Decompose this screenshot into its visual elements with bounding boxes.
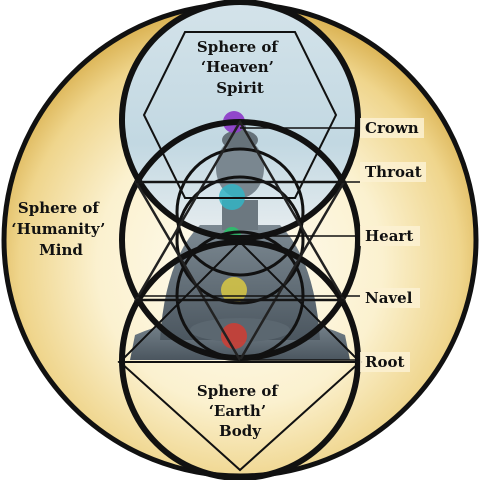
humanity-label-line2: ‘Humanity’ bbox=[11, 220, 105, 238]
navel-label: Navel bbox=[365, 289, 413, 307]
humanity-label-line1: Sphere of bbox=[18, 199, 100, 217]
heaven-hexagon bbox=[142, 31, 338, 199]
earth-label-line2: ‘Earth’ bbox=[209, 402, 266, 420]
heaven-label-line3: Spirit bbox=[216, 79, 264, 97]
root-label: Root bbox=[365, 353, 404, 371]
heaven-label: Sphere of ‘Heaven’ Spirit bbox=[197, 38, 283, 97]
heaven-ring bbox=[119, 0, 361, 241]
inner-ring-mid bbox=[175, 175, 305, 305]
crown-label: Crown bbox=[365, 119, 419, 137]
earth-label-line3: Body bbox=[219, 422, 262, 440]
root-chakra-dot bbox=[221, 323, 247, 349]
humanity-label: Sphere of ‘Humanity’ Mind bbox=[11, 199, 110, 259]
pointer-lines bbox=[136, 127, 360, 361]
earth-diamond bbox=[117, 361, 363, 472]
earth-label-line1: Sphere of bbox=[197, 382, 279, 400]
heaven-label-line2: ‘Heaven’ bbox=[201, 58, 274, 76]
chakra-glows bbox=[219, 111, 247, 349]
humanity-label-line3: Mind bbox=[39, 241, 83, 259]
heart-label: Heart bbox=[365, 227, 413, 245]
chakra-labels: Crown Throat Heart Navel Root bbox=[360, 118, 426, 372]
earth-label: Sphere of ‘Earth’ Body bbox=[197, 382, 283, 440]
throat-label: Throat bbox=[365, 163, 422, 181]
inner-rings bbox=[175, 147, 305, 360]
inner-ring-top bbox=[175, 147, 305, 277]
heaven-label-line1: Sphere of bbox=[197, 38, 279, 56]
